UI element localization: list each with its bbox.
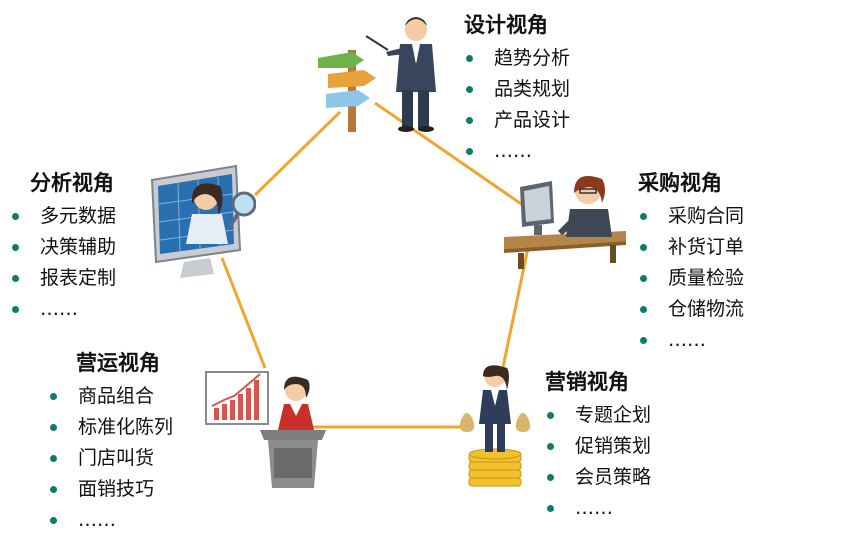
list-item: …… [638, 325, 744, 356]
list-item: 决策辅助 [10, 232, 116, 263]
analysis-perspective-title: 分析视角 [30, 171, 114, 195]
purchase-perspective: 采购视角 采购合同 补货订单 质量检验 仓储物流 …… [638, 169, 744, 356]
list-item: 补货订单 [638, 232, 744, 263]
presenter-with-signpost-icon [318, 17, 436, 132]
purchase-perspective-title: 采购视角 [638, 171, 722, 195]
connector-design-purchase [374, 101, 531, 212]
design-perspective: 设计视角 趋势分析 品类规划 产品设计 …… [464, 11, 570, 167]
connector-purchase-marketing [500, 237, 532, 373]
list-item: 专题企划 [545, 400, 651, 431]
list-item: 门店叫货 [48, 443, 173, 474]
list-item: 产品设计 [464, 105, 570, 136]
list-item: 品类规划 [464, 74, 570, 105]
analysis-perspective-list: 多元数据 决策辅助 报表定制 …… [10, 201, 116, 325]
list-item: 质量检验 [638, 263, 744, 294]
list-item: 促销策划 [545, 431, 651, 462]
list-item: 报表定制 [10, 263, 116, 294]
list-item: 会员策略 [545, 462, 651, 493]
connector-analysis-design [253, 110, 342, 197]
buyer-at-computer-icon [504, 176, 626, 269]
purchase-perspective-list: 采购合同 补货订单 质量检验 仓储物流 …… [638, 201, 744, 356]
list-item: …… [464, 136, 570, 167]
operations-perspective-title: 营运视角 [76, 351, 160, 375]
marketing-perspective: 营销视角 专题企划 促销策划 会员策略 …… [545, 368, 651, 524]
operations-perspective: 营运视角 商品组合 标准化陈列 门店叫货 面销技巧 …… [48, 349, 173, 536]
list-item: 仓储物流 [638, 294, 744, 325]
list-item: …… [48, 505, 173, 536]
marketer-on-coins-icon [459, 365, 531, 487]
list-item: …… [545, 493, 651, 524]
analysis-perspective: 分析视角 多元数据 决策辅助 报表定制 …… [10, 169, 116, 325]
sales-counter-with-chart-icon [205, 371, 326, 488]
design-perspective-list: 趋势分析 品类规划 产品设计 …… [464, 43, 570, 167]
design-perspective-title: 设计视角 [464, 13, 548, 37]
list-item: …… [10, 294, 116, 325]
list-item: 采购合同 [638, 201, 744, 232]
connector-operations-analysis [220, 257, 267, 369]
list-item: 趋势分析 [464, 43, 570, 74]
list-item: 标准化陈列 [48, 412, 173, 443]
analyst-with-magnifier-icon [150, 164, 256, 278]
list-item: 多元数据 [10, 201, 116, 232]
operations-perspective-list: 商品组合 标准化陈列 门店叫货 面销技巧 …… [48, 381, 173, 536]
list-item: 面销技巧 [48, 474, 173, 505]
marketing-perspective-title: 营销视角 [545, 370, 629, 394]
list-item: 商品组合 [48, 381, 173, 412]
marketing-perspective-list: 专题企划 促销策划 会员策略 …… [545, 400, 651, 524]
